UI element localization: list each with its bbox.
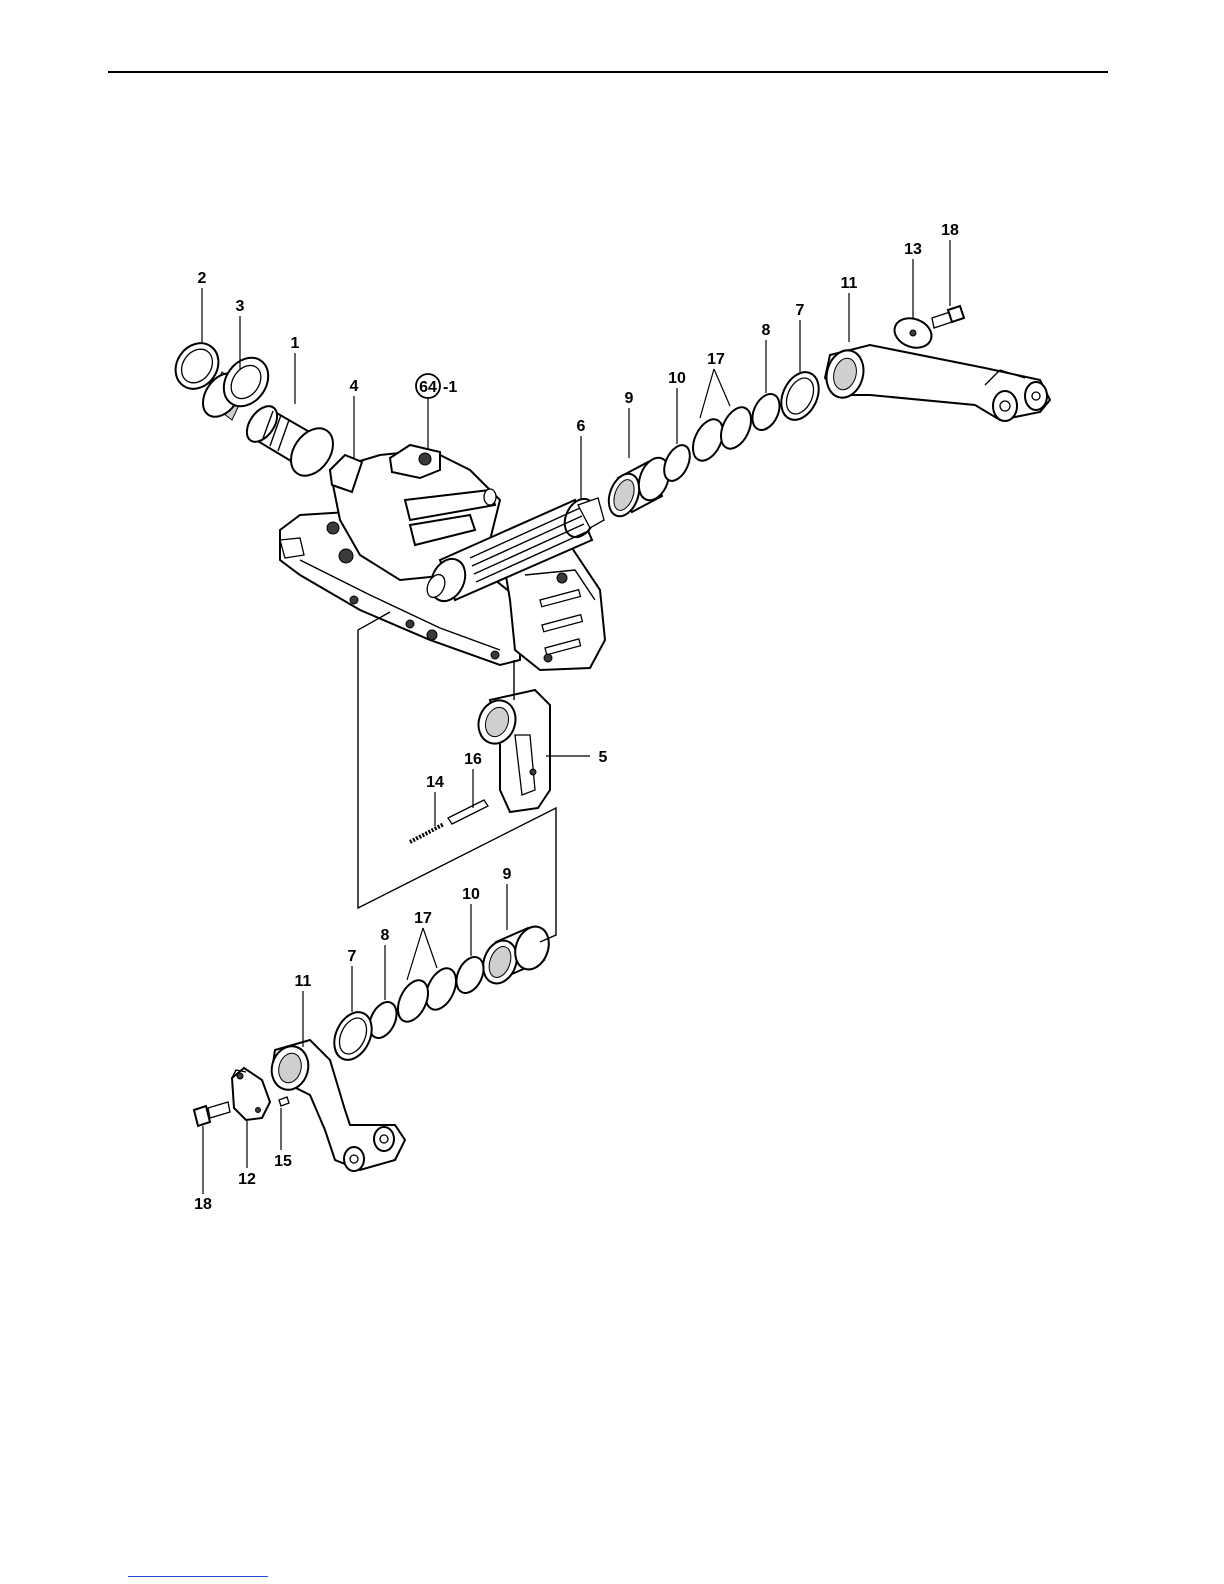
- part-16-pin: [448, 800, 488, 824]
- part-11-lift-arm-upper: [821, 345, 1050, 421]
- label-4: 4: [350, 378, 359, 395]
- label-16: 16: [464, 751, 482, 768]
- label-8-lower: 8: [381, 927, 390, 944]
- part-18-bolt-lower: [194, 1102, 230, 1126]
- label-12: 12: [238, 1171, 256, 1188]
- part-15-spring-pin: [279, 1097, 289, 1106]
- label-14: 14: [426, 774, 444, 791]
- footer-link-underline[interactable]: [128, 1576, 268, 1577]
- part-1-piston: [241, 401, 342, 484]
- reference-suffix: -1: [443, 379, 457, 396]
- part-18-bolt-upper: [932, 306, 964, 328]
- part-7-seal-upper: [774, 366, 826, 426]
- part-14-spring: [410, 824, 444, 842]
- label-10-lower: 10: [462, 886, 480, 903]
- label-7-upper: 7: [796, 302, 805, 319]
- label-13: 13: [904, 241, 922, 258]
- label-7-lower: 7: [348, 948, 357, 965]
- reference-number: 64: [419, 379, 437, 396]
- part-17-o-ring-upper-b: [715, 403, 757, 454]
- part-4-lift-housing: [280, 445, 605, 670]
- label-18-lower: 18: [194, 1196, 212, 1213]
- label-8-upper: 8: [762, 322, 771, 339]
- part-11-lift-arm-lower: [267, 1040, 405, 1171]
- label-18-upper: 18: [941, 222, 959, 239]
- label-10-upper: 10: [668, 370, 686, 387]
- part-8-washer-upper: [747, 390, 785, 435]
- label-5: 5: [599, 749, 608, 766]
- label-9-upper: 9: [625, 390, 634, 407]
- label-6: 6: [577, 418, 586, 435]
- label-15: 15: [274, 1153, 292, 1170]
- part-9-needle-bearing-lower: [477, 922, 554, 988]
- part-17-o-ring-lower-b: [392, 976, 434, 1027]
- label-17-lower: 17: [414, 910, 432, 927]
- label-9-lower: 9: [503, 866, 512, 883]
- part-9-needle-bearing-upper: [603, 454, 674, 521]
- part-13-plate-washer: [890, 313, 935, 352]
- label-11-lower: 11: [295, 973, 312, 990]
- label-11-upper: 11: [841, 275, 858, 292]
- label-3: 3: [236, 298, 245, 315]
- label-1: 1: [291, 335, 300, 352]
- part-5-lift-arm-bracket: [473, 690, 550, 812]
- part-12-lock-plate: [232, 1068, 270, 1120]
- reference-callout: 64 -1: [416, 374, 457, 398]
- label-2: 2: [198, 270, 207, 287]
- label-17-upper: 17: [707, 351, 725, 368]
